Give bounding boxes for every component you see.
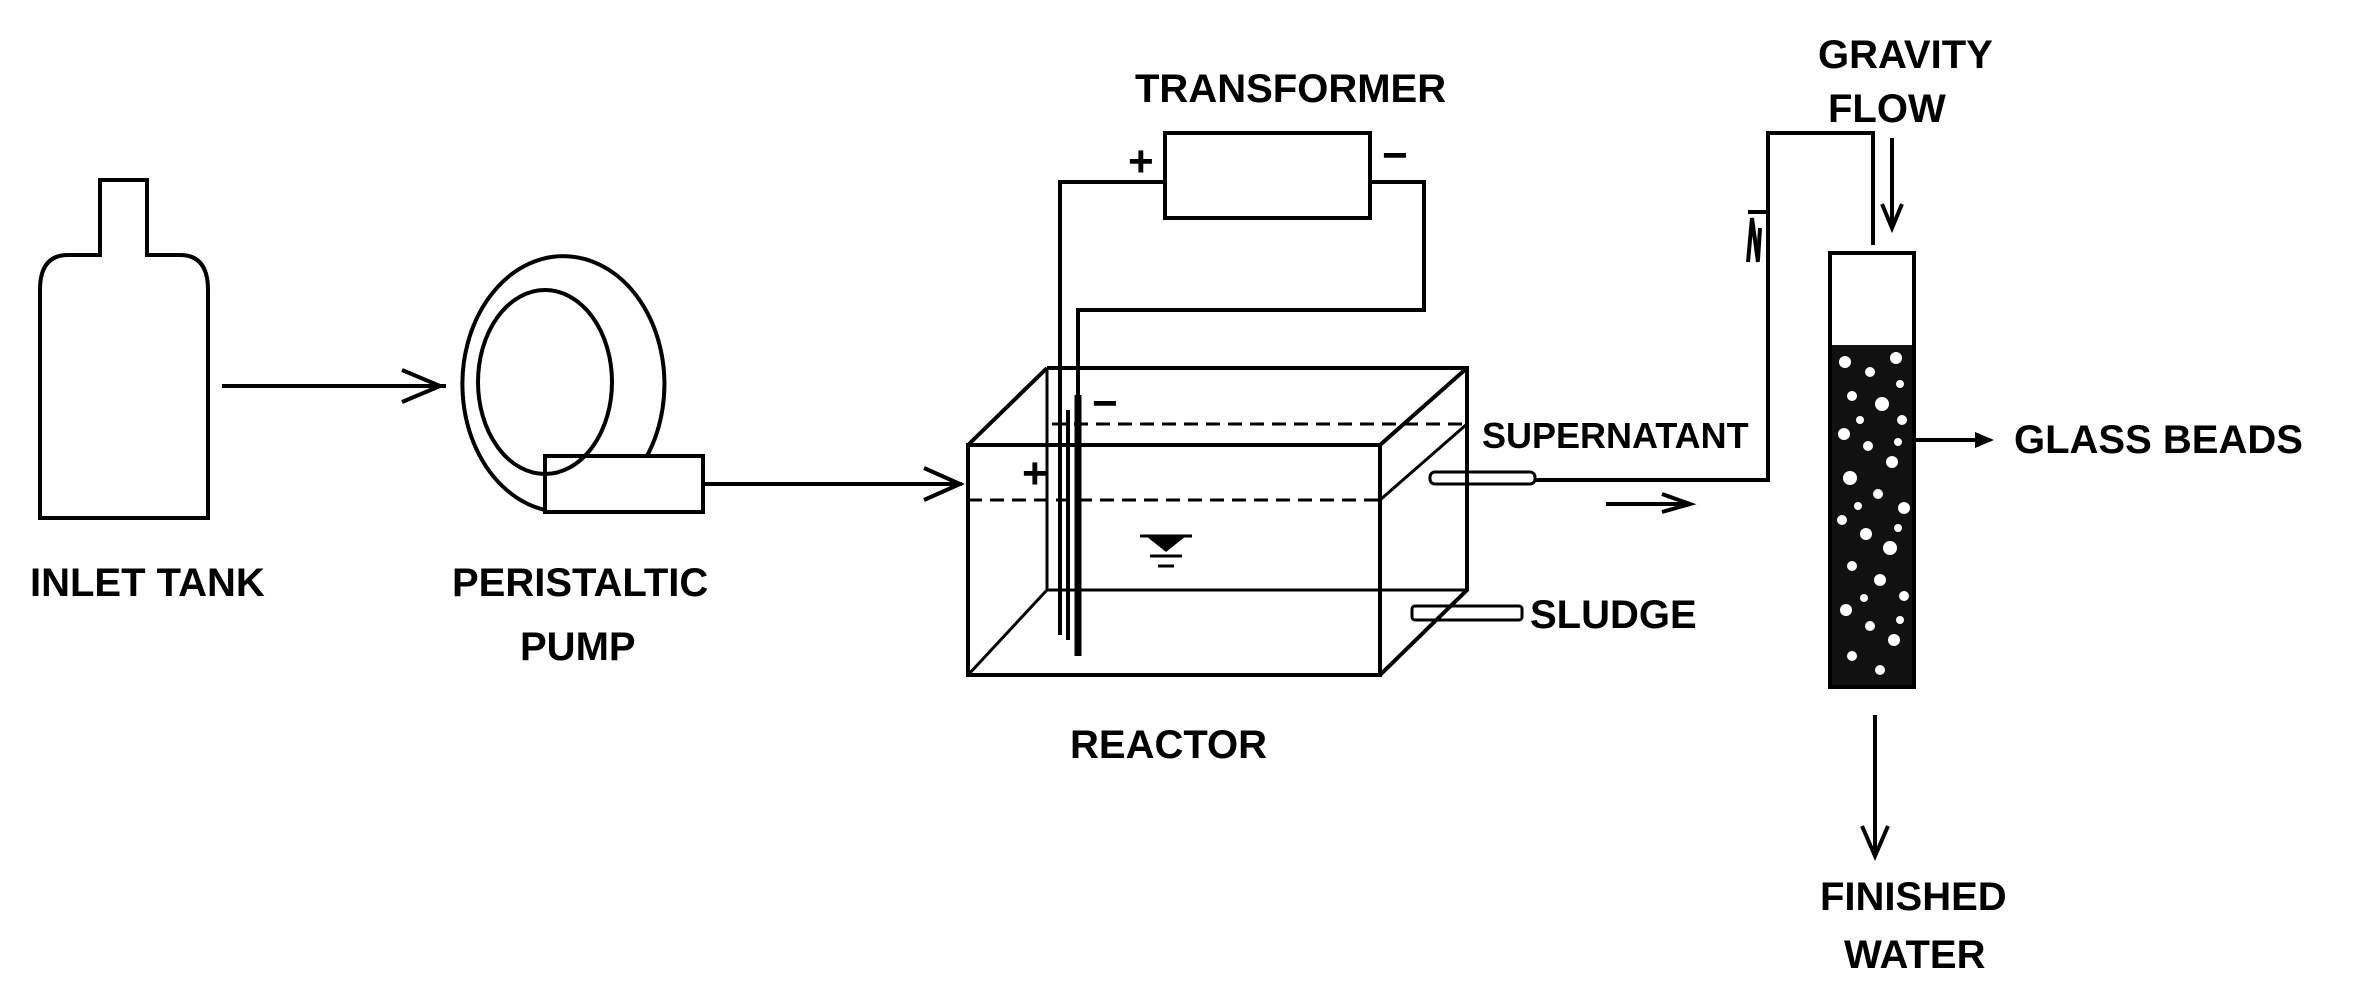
flow-arrow-supernatant xyxy=(1606,492,1697,514)
sludge-outlet xyxy=(1410,604,1524,622)
glass-beads-pointer xyxy=(1914,432,1994,448)
electrode-plates xyxy=(1058,395,1082,656)
reactor xyxy=(966,366,1469,677)
transformer-minus-sign: − xyxy=(1382,131,1408,180)
finished-water-label-line1: FINISHED xyxy=(1820,875,2007,919)
inlet-tank xyxy=(38,178,210,520)
electrode-plus-sign: + xyxy=(1022,449,1048,498)
gravity-label-line2: FLOW xyxy=(1828,87,1946,131)
transformer-label: TRANSFORMER xyxy=(1135,67,1446,111)
filter-column xyxy=(1828,251,1916,689)
sludge-label: SLUDGE xyxy=(1530,593,1697,637)
reactor-label: REACTOR xyxy=(1070,723,1267,767)
gravity-flow-arrow xyxy=(1880,138,1904,234)
finished-water-arrow xyxy=(1860,715,1890,862)
flow-arrow-pump-to-reactor xyxy=(703,466,965,502)
gravity-label-line1: GRAVITY xyxy=(1818,33,1993,77)
electrode-minus-sign: − xyxy=(1092,379,1118,428)
supernatant-label: SUPERNATANT xyxy=(1482,415,1749,456)
peristaltic-pump xyxy=(460,254,705,514)
water-level-symbol xyxy=(1140,534,1192,568)
pump-label-line1: PERISTALTIC xyxy=(452,561,708,605)
pump-label-line2: PUMP xyxy=(520,625,636,669)
finished-water-label-line2: WATER xyxy=(1844,933,1986,977)
glass-beads-label: GLASS BEADS xyxy=(2014,418,2303,462)
transformer-plus-sign: + xyxy=(1128,137,1154,186)
inlet-tank-label: INLET TANK xyxy=(30,561,265,605)
flow-arrow-up xyxy=(1746,217,1760,263)
supernatant-outlet xyxy=(1428,131,1875,486)
flow-arrow-tank-to-pump xyxy=(222,368,446,404)
